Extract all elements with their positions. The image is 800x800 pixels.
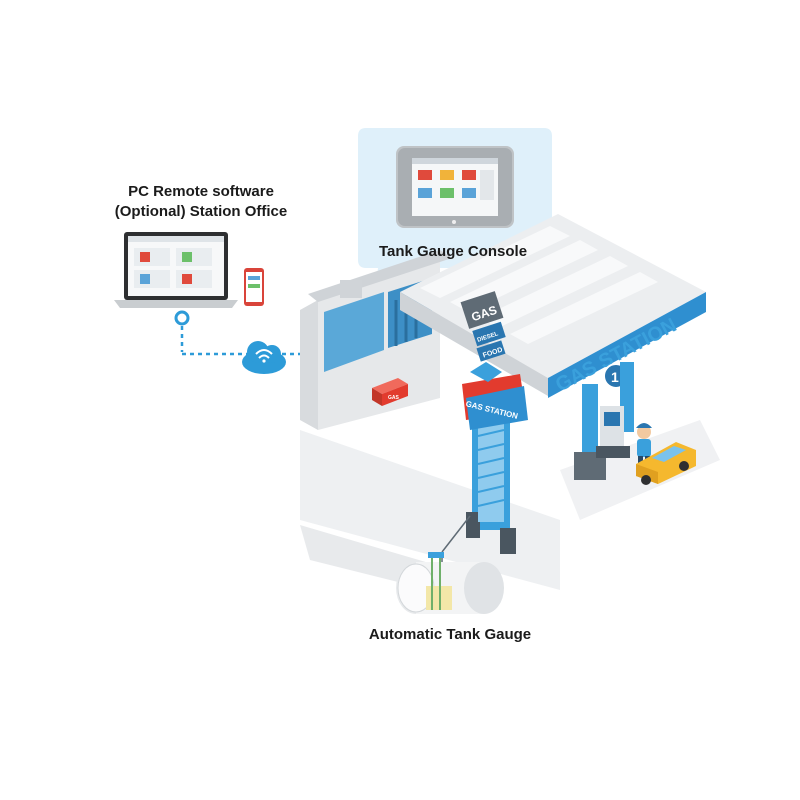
kiosk-sign: GAS (388, 395, 400, 401)
tank-gauge-console-icon (396, 146, 514, 228)
laptop-icon (114, 232, 238, 308)
atg-label: Automatic Tank Gauge (368, 626, 532, 643)
pump-number: 1 (611, 369, 619, 385)
location-pin-icon (174, 310, 190, 326)
pc-remote-label-line1: PC Remote software (128, 183, 274, 200)
attendant-icon (636, 423, 652, 466)
gas-station-pylon: GAS STATION (462, 362, 528, 554)
console-label: Tank Gauge Console (378, 243, 528, 260)
car-icon (636, 442, 696, 485)
cloud-wifi-icon (242, 341, 286, 374)
ground-shadow (300, 430, 560, 590)
network-link (174, 310, 330, 374)
fuel-pump (596, 406, 630, 458)
station-building: GAS (300, 250, 452, 430)
price-signboard: GAS DIESEL FOOD (460, 291, 506, 362)
pump-island (574, 362, 634, 480)
pylon-ladder (477, 424, 505, 522)
canopy: GAS STATION 1 (400, 214, 706, 398)
phone-icon (244, 268, 264, 306)
kiosk-box: GAS (372, 378, 408, 406)
fuel-tank-icon (396, 552, 504, 614)
pc-remote-label-line2: (Optional) Station Office (114, 203, 288, 220)
pc-remote-label: PC Remote software (Optional) Station Of… (86, 182, 316, 222)
